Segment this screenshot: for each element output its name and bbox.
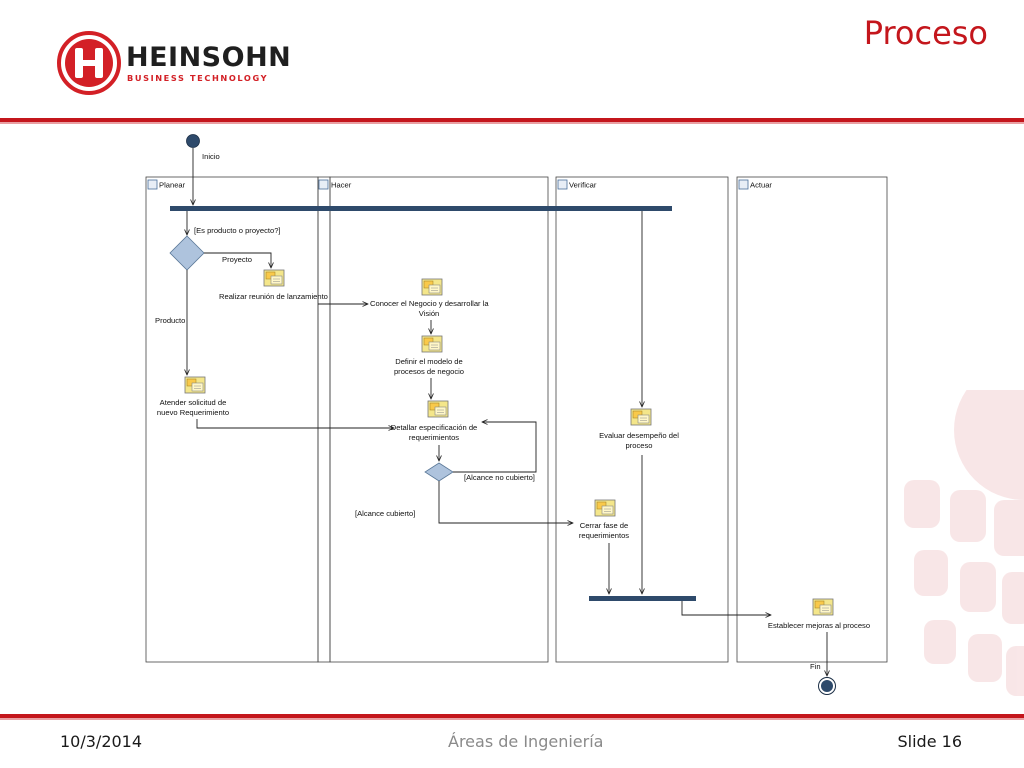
activity-label-evaluar-line2: proceso <box>625 441 652 450</box>
activity-icon <box>812 598 834 616</box>
swimlane-actuar <box>736 176 888 663</box>
brand-tagline: BUSINESS TECHNOLOGY <box>127 73 269 83</box>
page-title: Proceso <box>863 14 988 52</box>
activity-label-reunion: Realizar reunión de lanzamiento <box>219 292 328 301</box>
lane-icon <box>738 179 749 190</box>
activity-label-detallar-line2: requerimientos <box>409 433 459 442</box>
footer-slide-number: Slide 16 <box>897 732 963 751</box>
activity-label-definir-line2: procesos de negocio <box>394 367 464 376</box>
activity-icon <box>630 408 652 426</box>
guard-producto: Producto <box>155 316 185 325</box>
flow-atender-to-detallar <box>196 419 394 428</box>
decorative-background-shapes <box>904 390 1024 696</box>
end-node-inner <box>821 680 833 692</box>
activity-label-establecer: Establecer mejoras al proceso <box>768 621 870 630</box>
guard-proyecto: Proyecto <box>222 255 252 264</box>
activity-icon <box>427 400 449 418</box>
decision-node-scope <box>424 462 454 482</box>
activity-label-atender: Atender solicitud de <box>160 398 227 407</box>
lane-label-hacer: Hacer <box>331 181 352 190</box>
activity-label-definir: Definir el modelo de <box>395 357 463 366</box>
footer-section-title: Áreas de Ingeniería <box>448 732 604 751</box>
activity-icon <box>263 269 285 287</box>
start-label: Inicio <box>202 152 220 161</box>
activity-icon <box>421 335 443 353</box>
flow-join-to-establecer <box>681 601 771 615</box>
heinsohn-logo-icon <box>57 31 121 95</box>
activity-label-detallar: Detallar especificación de <box>391 423 478 432</box>
guard-alcance-no-cubierto: [Alcance no cubierto] <box>464 473 535 482</box>
header-divider <box>0 118 1024 124</box>
lane-label-actuar: Actuar <box>750 181 772 190</box>
lane-label-planear: Planear <box>159 181 186 190</box>
brand-name: HEINSOHN <box>126 42 292 73</box>
start-node <box>186 134 200 148</box>
swimlane-hacer <box>317 176 549 663</box>
flow-project <box>204 252 271 268</box>
lane-icon <box>318 179 329 190</box>
fork-bar <box>170 206 672 211</box>
lane-icon <box>557 179 568 190</box>
end-label: Fin <box>810 662 821 671</box>
activity-icon <box>421 278 443 296</box>
swimlane-planear <box>145 176 319 663</box>
activity-label-conocer: Conocer el Negocio y desarrollar la <box>370 299 489 308</box>
guard-es-producto: [Es producto o proyecto?] <box>194 226 281 235</box>
decision-node-product-or-project <box>169 235 205 271</box>
join-bar <box>589 596 696 601</box>
footer-divider <box>0 714 1024 720</box>
footer-date: 10/3/2014 <box>60 732 143 751</box>
lane-label-verificar: Verificar <box>569 181 597 190</box>
activity-label-cerrar-line2: requerimientos <box>579 531 629 540</box>
activity-label-cerrar: Cerrar fase de <box>580 521 629 530</box>
activity-icon <box>594 499 616 517</box>
activity-label-conocer-line2: Visión <box>419 309 440 318</box>
flow-scope-covered <box>438 481 573 523</box>
swimlane-verificar <box>555 176 729 663</box>
activity-label-atender-line2: nuevo Requerimiento <box>157 408 229 417</box>
flow-scope-not-covered <box>453 422 537 473</box>
guard-alcance-cubierto: [Alcance cubierto] <box>355 509 415 518</box>
lane-icon <box>147 179 158 190</box>
activity-icon <box>184 376 206 394</box>
activity-label-evaluar: Evaluar desempeño del <box>599 431 679 440</box>
